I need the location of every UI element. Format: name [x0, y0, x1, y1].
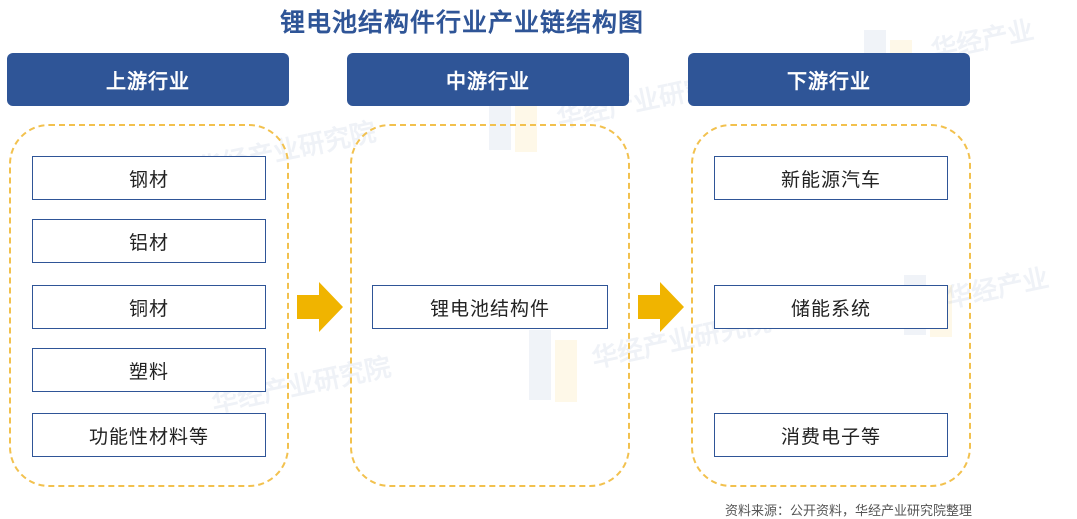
upstream-item-functional-materials: 功能性材料等 [32, 413, 266, 457]
upstream-item-plastic: 塑料 [32, 348, 266, 392]
source-note: 资料来源：公开资料，华经产业研究院整理 [725, 504, 973, 519]
upstream-item-copper: 铜材 [32, 285, 266, 329]
upstream-item-aluminum: 铝材 [32, 219, 266, 263]
arrow-right-icon [638, 282, 684, 332]
downstream-item-consumer-electronics: 消费电子等 [714, 413, 948, 457]
header-downstream: 下游行业 [688, 53, 970, 106]
panel-upstream [9, 124, 289, 487]
header-upstream: 上游行业 [7, 53, 289, 106]
panel-downstream [691, 124, 971, 487]
arrow-right-icon [297, 282, 343, 332]
panel-midstream [350, 124, 630, 487]
diagram-title: 锂电池结构件行业产业链结构图 [280, 8, 645, 37]
downstream-item-new-energy-vehicles: 新能源汽车 [714, 156, 948, 200]
header-midstream: 中游行业 [347, 53, 629, 106]
downstream-item-energy-storage: 储能系统 [714, 285, 948, 329]
midstream-item-structural-parts: 锂电池结构件 [372, 285, 608, 329]
upstream-item-steel: 钢材 [32, 156, 266, 200]
